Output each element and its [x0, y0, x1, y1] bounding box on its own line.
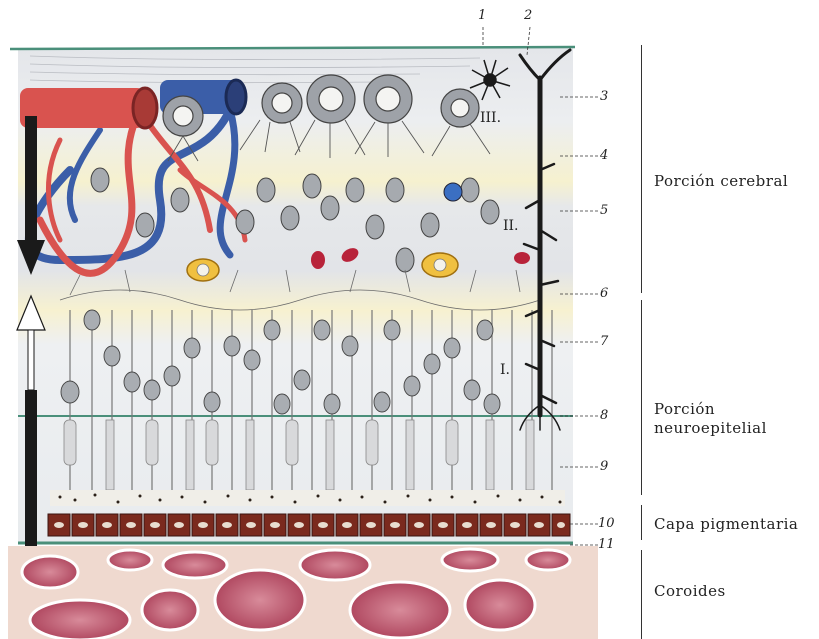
- roman-numeral-iii: III.: [480, 110, 501, 126]
- layer-number-9: 9: [600, 459, 608, 474]
- region-label-porcion-neuroepitelial: Porción neuroepitelial: [654, 400, 767, 438]
- roman-numeral-i: I.: [500, 362, 510, 378]
- roman-numeral-ii: II.: [503, 218, 519, 234]
- layer-number-2: 2: [524, 8, 532, 23]
- layer-number-8: 8: [600, 408, 608, 423]
- region-line: neuroepitelial: [654, 419, 767, 438]
- layer-number-11: 11: [598, 537, 615, 552]
- layer-number-10: 10: [598, 516, 615, 531]
- brace-porcion-neuroepitelial: [641, 300, 642, 495]
- region-line: Capa pigmentaria: [654, 515, 798, 533]
- region-line: Porción: [654, 400, 767, 419]
- brace-coroides: [641, 550, 642, 639]
- brace-porcion-cerebral: [641, 45, 642, 293]
- region-line: Coroides: [654, 582, 726, 600]
- layer-number-1: 1: [478, 8, 486, 23]
- region-label-coroides: Coroides: [654, 582, 726, 601]
- region-line: Porción cerebral: [654, 172, 788, 190]
- blue-cell: [444, 183, 462, 201]
- region-label-porcion-cerebral: Porción cerebral: [654, 172, 788, 191]
- layer-number-6: 6: [600, 286, 608, 301]
- layer-number-3: 3: [600, 89, 608, 104]
- layer-number-4: 4: [600, 148, 608, 163]
- region-label-capa-pigmentaria: Capa pigmentaria: [654, 515, 798, 534]
- layer-number-7: 7: [600, 334, 608, 349]
- artery-lumen: [133, 88, 157, 128]
- brace-capa-pigmentaria: [641, 505, 642, 540]
- artery-vessel: [20, 88, 145, 128]
- vein-lumen: [226, 80, 246, 114]
- pigment-granules: [50, 490, 565, 506]
- layer-number-5: 5: [600, 203, 608, 218]
